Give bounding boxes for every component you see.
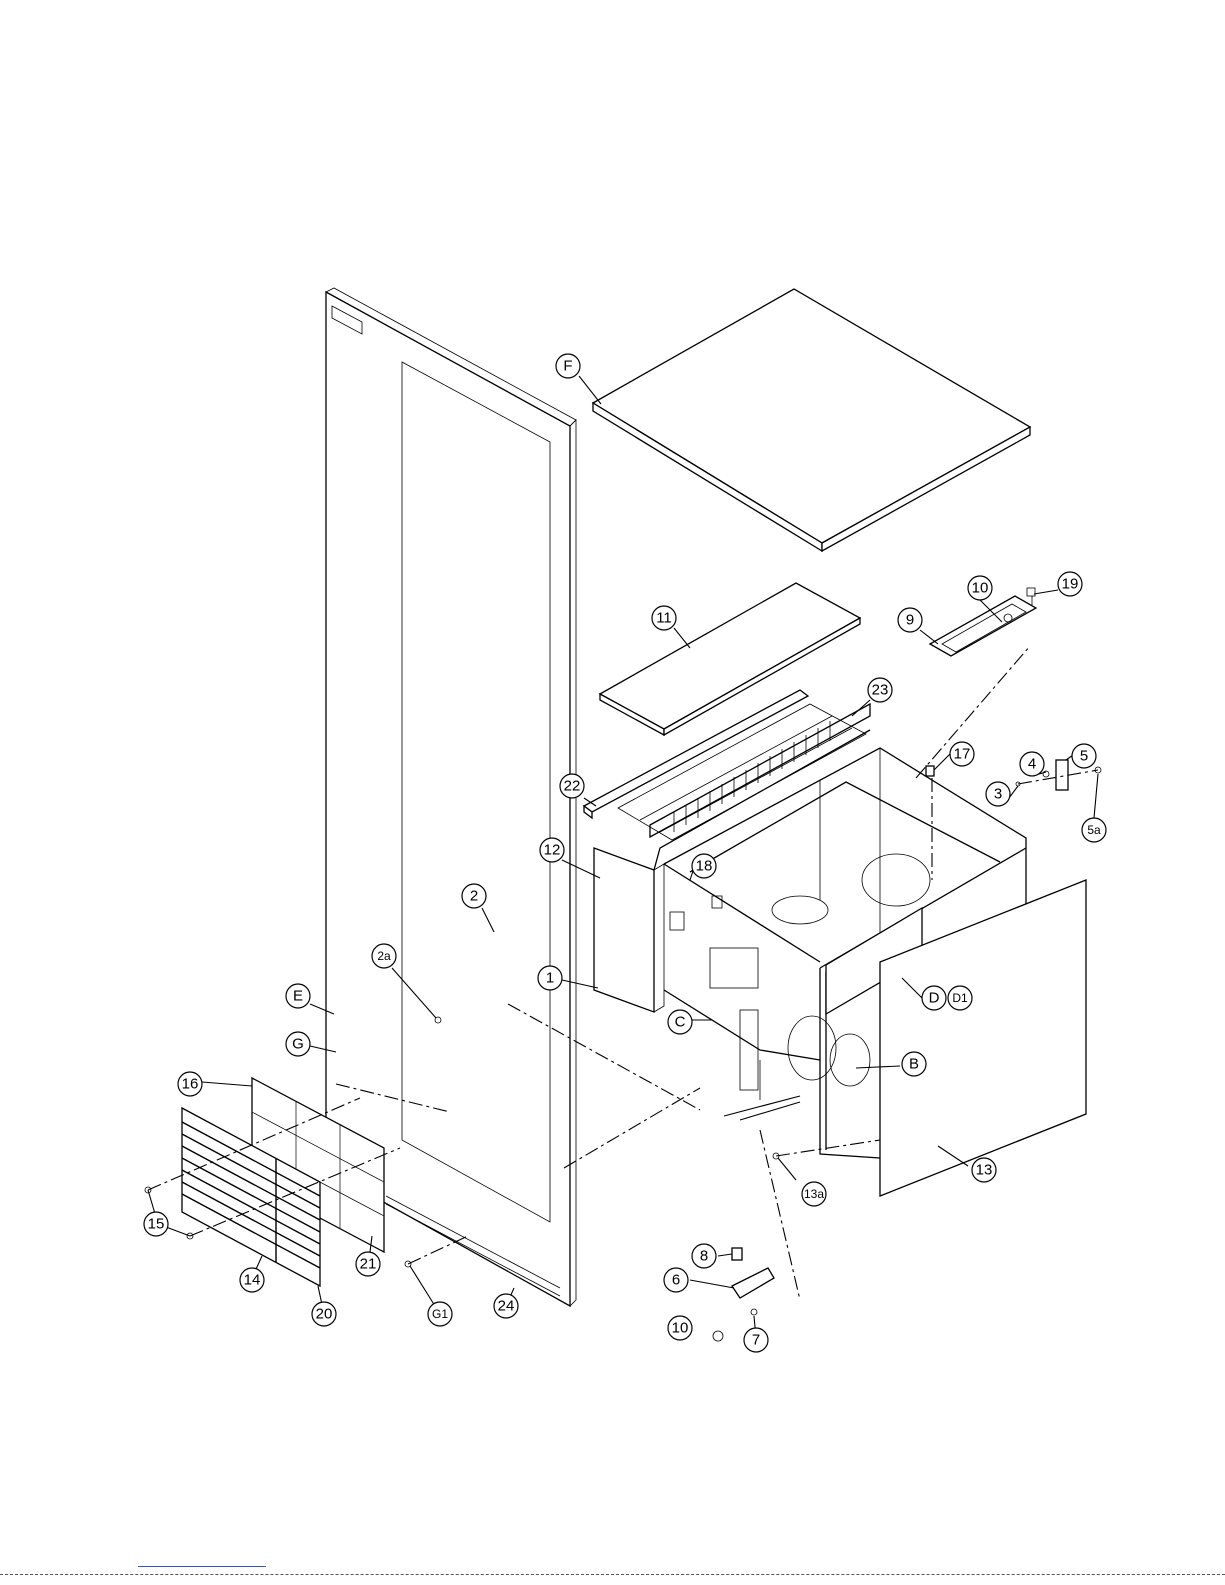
callout-20: 20 xyxy=(312,1302,336,1326)
svg-text:2: 2 xyxy=(470,888,478,905)
svg-text:16: 16 xyxy=(182,1076,199,1093)
svg-text:23: 23 xyxy=(872,682,889,699)
svg-text:E: E xyxy=(293,988,303,1005)
svg-text:G: G xyxy=(292,1036,304,1053)
svg-text:G1: G1 xyxy=(432,1307,448,1321)
svg-text:9: 9 xyxy=(906,612,914,629)
svg-text:B: B xyxy=(909,1056,919,1073)
callout-G: G xyxy=(286,1032,310,1056)
svg-text:21: 21 xyxy=(360,1256,377,1273)
callout-3: 3 xyxy=(986,782,1010,806)
callout-G1: G1 xyxy=(428,1302,452,1326)
svg-text:D1: D1 xyxy=(952,991,968,1005)
callout-2a: 2a xyxy=(372,944,396,968)
callout-23: 23 xyxy=(868,678,892,702)
chute-cover-part xyxy=(600,583,860,735)
svg-text:10: 10 xyxy=(672,1320,689,1337)
svg-text:C: C xyxy=(675,1014,686,1031)
callout-21: 21 xyxy=(356,1252,380,1276)
callout-10-bottom: 10 xyxy=(668,1316,692,1340)
callout-F: F xyxy=(556,354,580,378)
callout-D: D xyxy=(922,986,946,1010)
callout-5: 5 xyxy=(1072,744,1096,768)
callout-17: 17 xyxy=(950,742,974,766)
callout-6: 6 xyxy=(664,1268,688,1292)
svg-text:12: 12 xyxy=(544,842,561,859)
callout-15: 15 xyxy=(144,1212,168,1236)
callout-19: 19 xyxy=(1058,572,1082,596)
callout-D1: D1 xyxy=(948,986,972,1010)
callout-12: 12 xyxy=(540,838,564,862)
callout-1: 1 xyxy=(538,966,562,990)
svg-text:5: 5 xyxy=(1080,748,1088,765)
callout-8: 8 xyxy=(692,1244,716,1268)
svg-text:4: 4 xyxy=(1028,756,1036,773)
svg-text:22: 22 xyxy=(564,778,581,795)
callout-14: 14 xyxy=(240,1268,264,1292)
svg-text:2a: 2a xyxy=(377,949,391,963)
svg-text:19: 19 xyxy=(1062,576,1079,593)
svg-text:13: 13 xyxy=(976,1162,993,1179)
callout-5a: 5a xyxy=(1082,818,1106,842)
callout-16: 16 xyxy=(178,1072,202,1096)
svg-text:11: 11 xyxy=(656,610,672,627)
callout-2: 2 xyxy=(462,884,486,908)
callout-18: 18 xyxy=(692,854,716,878)
callout-10-top: 10 xyxy=(968,576,992,600)
svg-text:5a: 5a xyxy=(1087,823,1101,837)
callout-C: C xyxy=(668,1010,692,1034)
callout-11: 11 xyxy=(652,606,676,630)
svg-text:10: 10 xyxy=(972,580,989,597)
svg-text:6: 6 xyxy=(672,1272,680,1289)
svg-text:14: 14 xyxy=(244,1272,261,1289)
svg-text:18: 18 xyxy=(696,858,713,875)
callout-13: 13 xyxy=(972,1158,996,1182)
svg-text:3: 3 xyxy=(994,786,1002,803)
callout-13a: 13a xyxy=(802,1182,826,1206)
svg-text:20: 20 xyxy=(316,1306,333,1323)
callout-B: B xyxy=(902,1052,926,1076)
svg-text:F: F xyxy=(563,358,572,375)
svg-text:D: D xyxy=(929,990,940,1007)
svg-text:24: 24 xyxy=(498,1298,515,1315)
svg-text:7: 7 xyxy=(752,1332,760,1349)
top-panel-part xyxy=(593,289,1030,551)
callout-9: 9 xyxy=(898,608,922,632)
svg-text:8: 8 xyxy=(700,1248,708,1265)
callout-E: E xyxy=(286,984,310,1008)
svg-text:13a: 13a xyxy=(804,1187,824,1201)
callout-4: 4 xyxy=(1020,752,1044,776)
callout-24: 24 xyxy=(494,1294,518,1318)
svg-text:1: 1 xyxy=(546,970,554,987)
svg-text:17: 17 xyxy=(954,746,971,763)
svg-text:15: 15 xyxy=(148,1216,165,1233)
footer-link-underline xyxy=(138,1566,266,1567)
callout-22: 22 xyxy=(560,774,584,798)
footer-rule xyxy=(0,1574,1225,1575)
callout-7: 7 xyxy=(744,1328,768,1352)
